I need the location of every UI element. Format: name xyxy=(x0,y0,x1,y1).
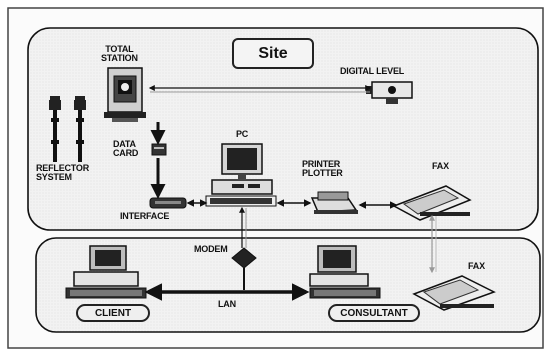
digital-level-label: DIGITAL LEVEL xyxy=(340,67,404,76)
total-station-icon xyxy=(104,68,146,122)
interface-label: INTERFACE xyxy=(120,212,169,221)
client-label: CLIENT xyxy=(76,304,150,322)
interface-icon xyxy=(150,198,186,208)
fax-office-label: FAX xyxy=(468,262,485,271)
consultant-label: CONSULTANT xyxy=(328,304,420,322)
site-label: Site xyxy=(232,38,314,69)
fax-site-label: FAX xyxy=(432,162,449,171)
printer-plotter-label: PRINTER PLOTTER xyxy=(302,160,343,178)
data-card-label: DATA CARD xyxy=(113,140,138,158)
total-station-label: TOTAL STATION xyxy=(101,45,138,63)
pc-label: PC xyxy=(236,130,248,139)
lan-label: LAN xyxy=(218,300,236,309)
reflector-system-label: REFLECTOR SYSTEM xyxy=(36,164,89,182)
data-card-icon xyxy=(152,144,166,155)
modem-label: MODEM xyxy=(194,245,228,254)
